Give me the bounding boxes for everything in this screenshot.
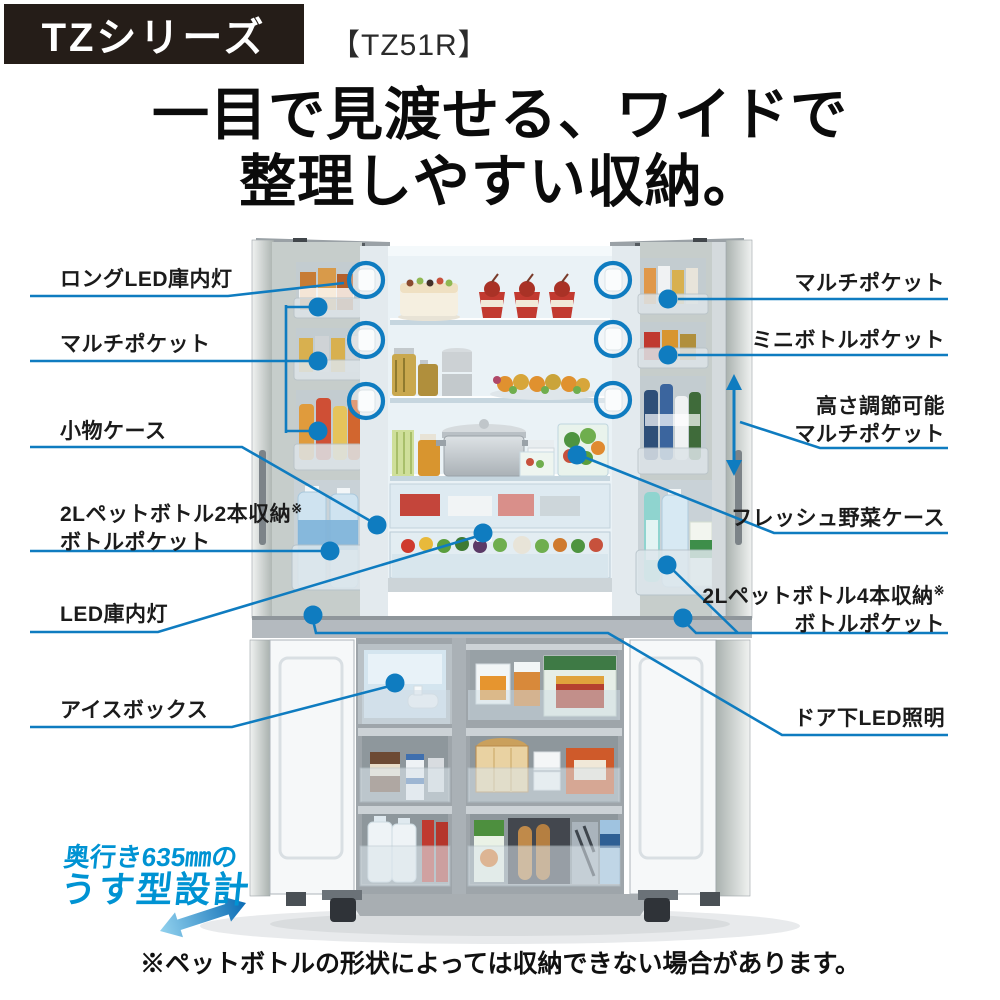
freezer [249,638,751,922]
feature-line-1: 奥行き635㎜の [62,842,239,872]
series-badge: TZシリーズ [4,4,304,64]
depth-arrow-icon [160,896,246,938]
callout-label-led-light: LED庫内灯 [60,603,168,626]
slim-design-feature: 奥行き635㎜の うす型設計 [58,842,256,910]
callout-label-line: ボトルポケット [794,613,945,636]
page-title: 一目で見渡せる、ワイドで 整理しやすい収納。 [0,82,1000,216]
callout-label-small-items-case: 小物ケース [60,420,167,443]
callout-label-ice-box: アイスボックス [60,699,209,722]
feature-line-2: うす型設計 [58,869,253,910]
footnote-mark: ※ [291,501,303,516]
callout-label-mini-bottle-pocket: ミニボトルポケット [751,329,945,352]
callout-label-multi-pocket-left: マルチポケット [60,333,211,356]
fridge-interior [388,246,612,592]
height-adjust-arrow-icon [726,374,742,476]
led-highlight-rings [346,260,633,421]
callout-label-line: 高さ調節可能 [816,395,945,418]
footnote-mark: ※ [933,583,945,598]
callout-label-height-adjustable-pocket: 高さ調節可能 マルチポケット [795,393,946,449]
footnote: ※ペットボトルの形状によっては収納できない場合があります。 [139,950,860,978]
callout-label-long-led-light: ロングLED庫内灯 [60,268,233,291]
right-wall-led-lamps [604,246,640,616]
series-badge-label: TZシリーズ [41,16,267,60]
left-wall-led-lamps [357,246,388,616]
callout-label-line: 2Lペットボトル2本収納 [60,503,292,526]
title-line-2: 整理しやすい収納。 [239,150,761,214]
title-line-1: 一目で見渡せる、ワイドで [152,83,848,147]
callout-label-line: ボトルポケット [60,531,211,554]
callout-label-bottle-pocket-2l: 2Lペットボトル2本収納※ ボトルポケット [60,495,303,557]
callout-label-line: マルチポケット [794,423,945,446]
model-code: 【TZ51R】 [330,29,489,62]
callout-label-under-door-led: ドア下LED照明 [794,707,945,730]
callout-lines [30,281,948,737]
callout-dots [303,289,693,693]
callout-label-bottle-pocket-4x2l: 2Lペットボトル4本収納※ ボトルポケット [702,577,945,639]
callout-label-fresh-vegetable-case: フレッシュ野菜ケース [731,507,945,530]
callout-label-line: 2Lペットボトル4本収納 [702,585,934,608]
callout-label-multi-pocket-right: マルチポケット [794,272,945,295]
